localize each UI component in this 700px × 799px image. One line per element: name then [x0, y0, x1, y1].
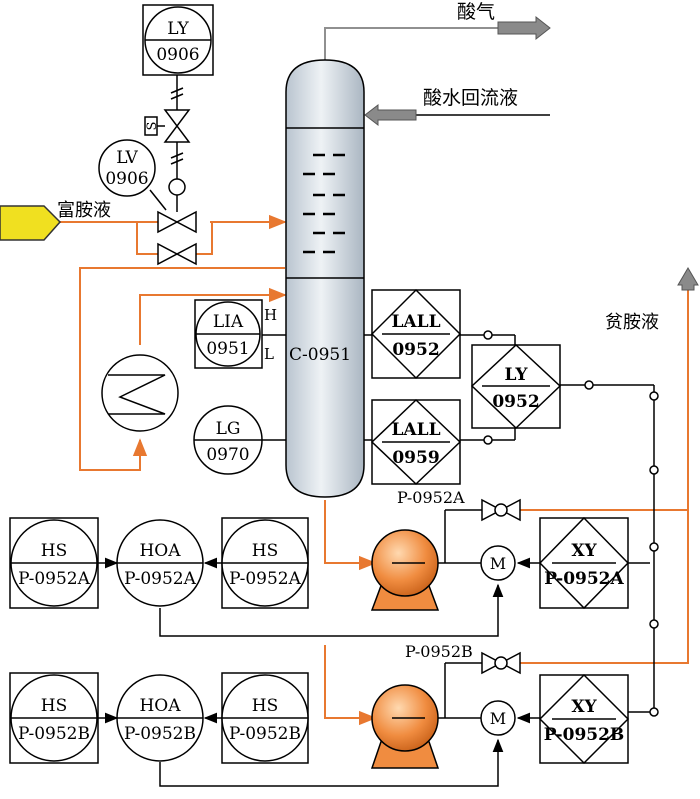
column-tag: C-0951	[289, 345, 351, 365]
ly0952-function: LY	[504, 365, 528, 385]
process-lines	[60, 214, 689, 726]
instrument-hoa-b: HOA P-0952B	[116, 674, 204, 762]
level-high-label: H	[264, 306, 277, 324]
valve-actuator	[168, 178, 186, 196]
instrument-lall0959: LALL 0959	[370, 398, 462, 486]
ly0906-function: LY	[167, 19, 189, 39]
hs-b1-number: P-0952B	[18, 724, 90, 744]
instrument-hs-a1: HS P-0952A	[9, 517, 99, 609]
column-c0951: C-0951 H L	[264, 59, 365, 498]
motor-b: M	[480, 700, 516, 736]
rich-amine-label: 富胺液	[57, 200, 111, 221]
instrument-hoa-a: HOA P-0952A	[116, 519, 204, 607]
hs-b1-function: HS	[41, 696, 67, 716]
acid-gas-label: 酸气	[457, 1, 495, 23]
pump-a	[370, 529, 440, 611]
control-valve	[157, 210, 197, 234]
lall0959-number: 0959	[392, 448, 439, 468]
xy-a-number: P-0952A	[544, 569, 624, 589]
hoa-b-function: HOA	[139, 696, 181, 716]
hs-a1-number: P-0952A	[18, 569, 91, 589]
hs-a2-number: P-0952A	[229, 569, 302, 589]
hs-b2-function: HS	[252, 696, 278, 716]
pump-b	[370, 684, 440, 769]
motor-b-label: M	[490, 709, 506, 728]
lg0970-number: 0970	[206, 445, 249, 465]
lia0951-function: LIA	[213, 312, 244, 332]
pump-b-discharge-tag: P-0952B	[405, 642, 473, 661]
xy-b-function: XY	[571, 697, 597, 717]
hoa-a-number: P-0952A	[124, 569, 197, 589]
hoa-a-function: HOA	[139, 541, 181, 561]
acid-water-reflux-inlet: 酸水回流液	[364, 87, 550, 127]
hs-a2-function: HS	[252, 541, 278, 561]
lg0970-function: LG	[216, 419, 241, 439]
motor-a: M	[480, 545, 516, 581]
lia0951-number: 0951	[206, 339, 249, 359]
lall0952-function: LALL	[391, 312, 440, 332]
bypass-valve	[157, 242, 197, 266]
solenoid-label: S	[145, 122, 160, 131]
instrument-hs-b1: HS P-0952B	[9, 672, 99, 764]
hs-a1-function: HS	[41, 541, 67, 561]
instrument-xy-b: XY P-0952B	[538, 673, 630, 765]
lall0952-number: 0952	[392, 340, 439, 360]
level-low-label: L	[264, 345, 274, 363]
motor-a-label: M	[490, 554, 506, 573]
instrument-lv0906: LV 0906	[98, 139, 156, 197]
lean-amine-outlet: 贫胺液	[605, 267, 699, 333]
solenoid-valve: S	[144, 109, 191, 143]
instrument-hs-b2: HS P-0952B	[221, 672, 309, 764]
lv0906-number: 0906	[105, 169, 148, 189]
hoa-b-number: P-0952B	[124, 724, 196, 744]
instrument-lg0970: LG 0970	[193, 405, 263, 475]
ly0952-number: 0952	[492, 392, 539, 412]
heat-coil-icon	[108, 374, 166, 415]
feed-arrow-icon	[0, 205, 62, 241]
discharge-valve-b	[481, 651, 521, 675]
xy-a-function: XY	[571, 541, 597, 561]
rich-amine-feed: 富胺液	[0, 200, 111, 241]
acid-water-reflux-label: 酸水回流液	[423, 87, 518, 109]
instrument-ly0906: LY 0906	[142, 4, 214, 76]
lv0906-function: LV	[116, 148, 138, 168]
xy-b-number: P-0952B	[544, 725, 625, 745]
ly0906-number: 0906	[156, 45, 199, 65]
acid-gas-outlet: 酸气	[324, 1, 551, 63]
hs-b2-number: P-0952B	[229, 724, 301, 744]
reboiler	[101, 354, 179, 432]
instrument-lall0952: LALL 0952	[370, 288, 462, 380]
pump-a-discharge-tag: P-0952A	[397, 488, 465, 507]
column-trays	[303, 153, 345, 254]
discharge-valve-a	[481, 498, 521, 522]
signal-break-marks	[170, 87, 184, 165]
lall0959-function: LALL	[391, 420, 440, 440]
instrument-xy-a: XY P-0952A	[538, 516, 630, 610]
instrument-hs-a2: HS P-0952A	[221, 517, 309, 609]
lean-amine-label: 贫胺液	[605, 312, 659, 333]
instrument-ly0952: LY 0952	[470, 343, 562, 430]
signal-lines	[98, 68, 655, 787]
signal-junctions	[483, 330, 659, 717]
instrument-lia0951: LIA 0951	[194, 299, 263, 369]
